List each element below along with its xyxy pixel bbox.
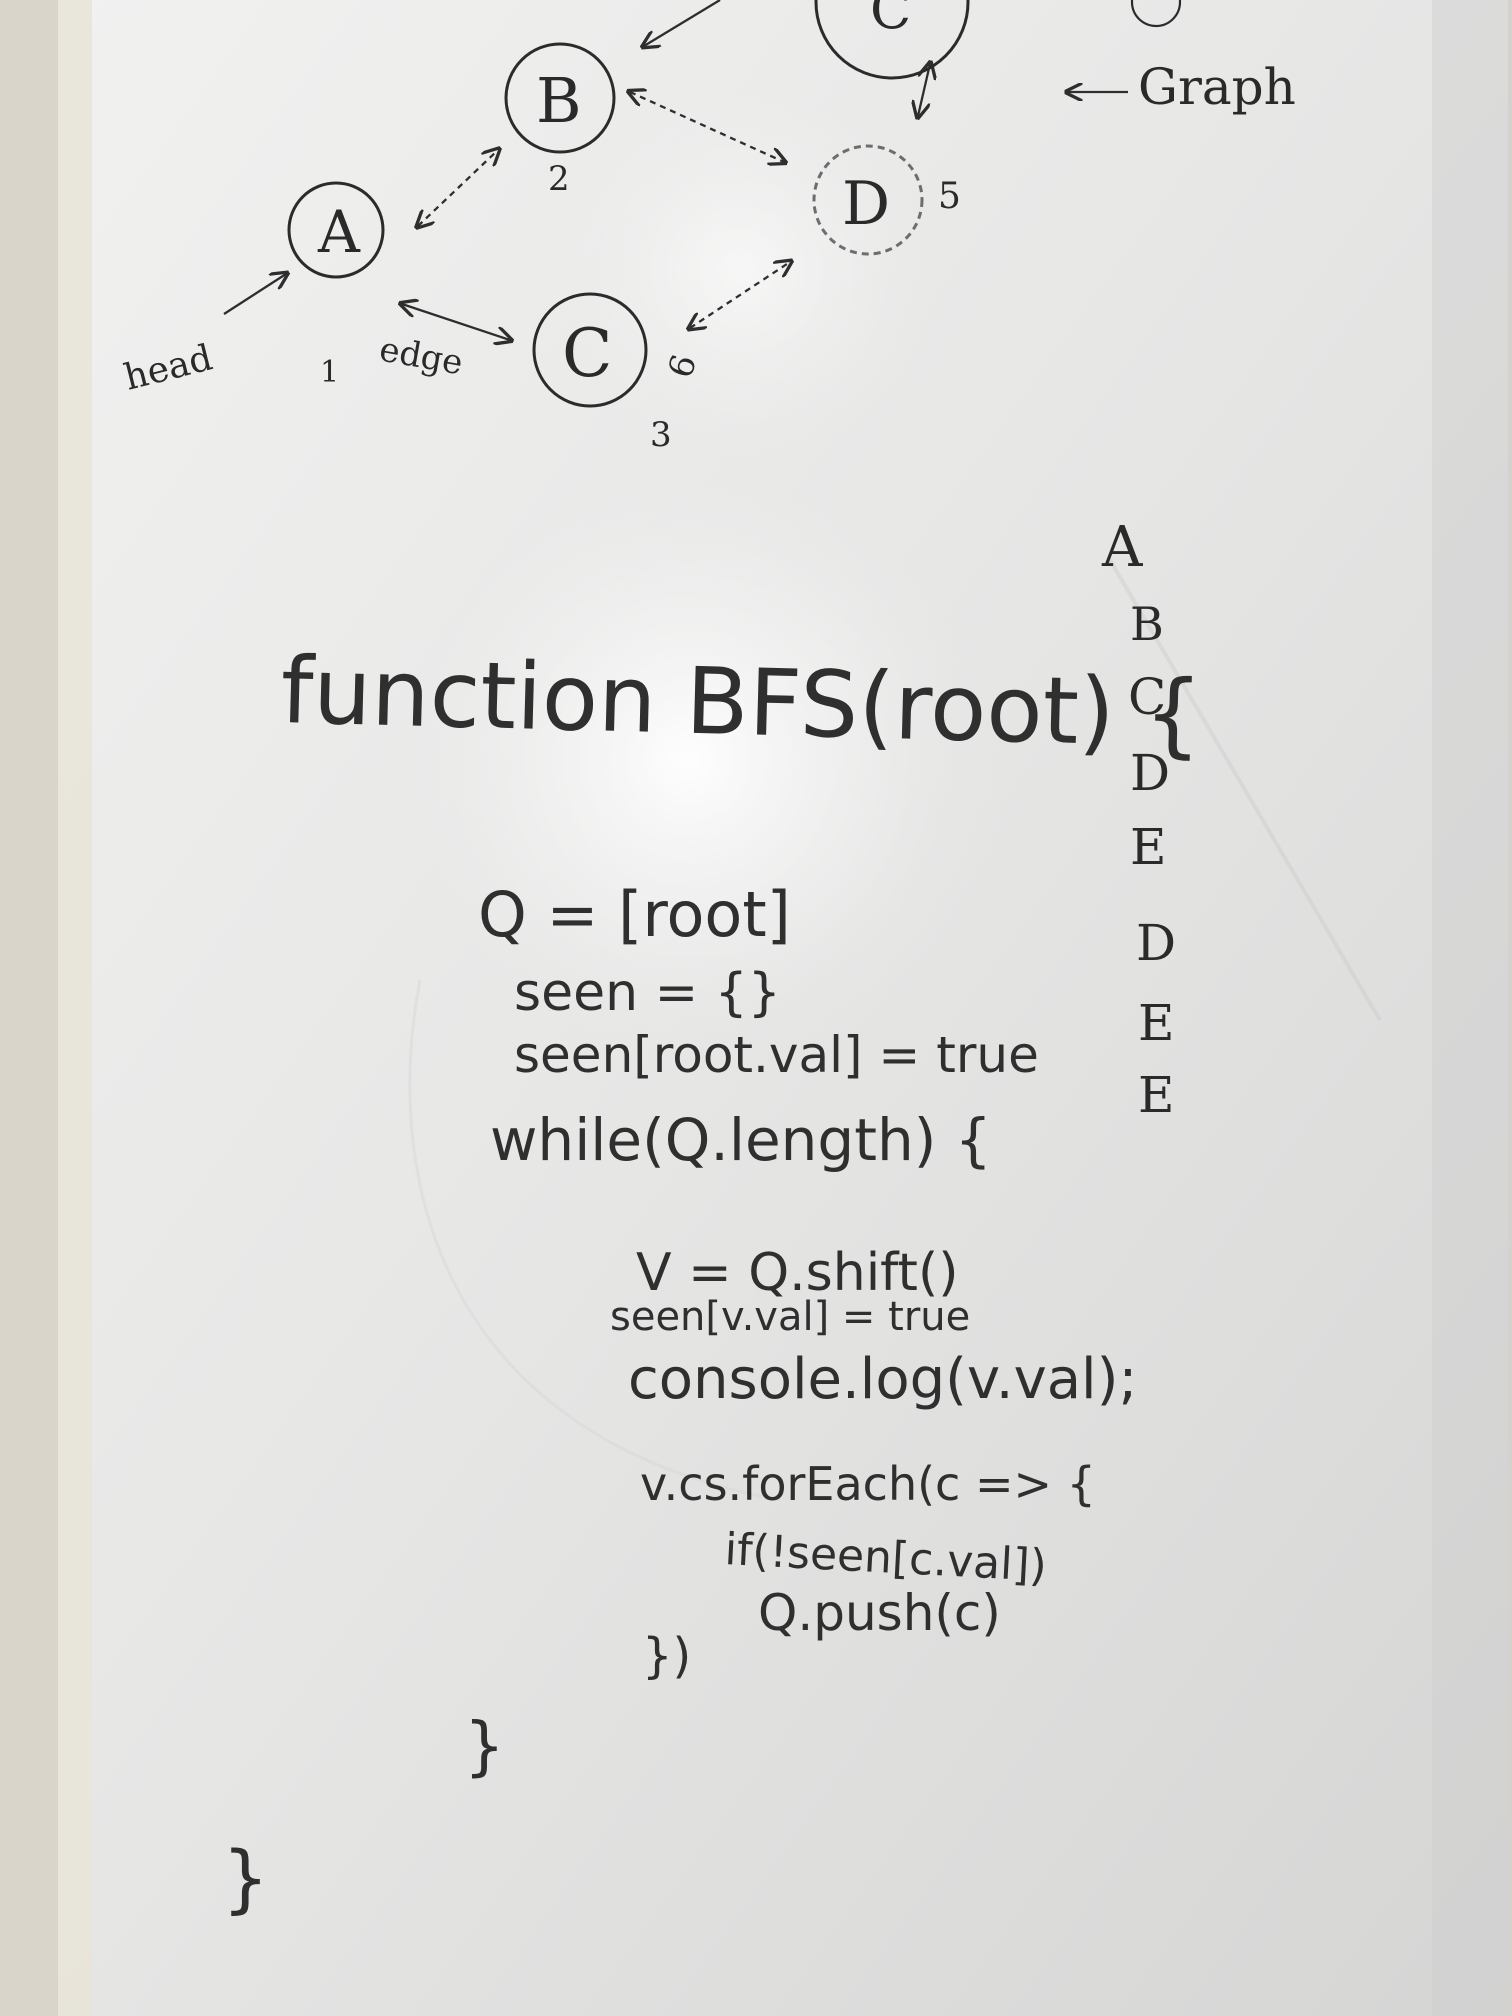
ghost-marker-smudge (408, 979, 781, 1502)
traversal-item-6: D (1136, 914, 1176, 972)
node-d-circle (812, 144, 924, 256)
code-line-foreach: v.cs.forEach(c => { (640, 1457, 1096, 1511)
code-line-push: Q.push(c) (758, 1584, 1001, 1642)
edge-b-e (644, 0, 721, 46)
node-c-label: C (562, 315, 613, 392)
traversal-item-8: E (1138, 1066, 1175, 1124)
traversal-item-2: B (1130, 597, 1164, 651)
graph-label: Graph (1138, 58, 1296, 116)
edge-d-e (918, 64, 930, 116)
code-line-close-function: } (222, 1836, 269, 1922)
corner-node-fragment (1130, 0, 1182, 28)
traversal-item-3: C (1128, 668, 1166, 726)
node-e-label: C (870, 0, 911, 41)
code-line-close-foreach: }) (642, 1628, 691, 1684)
code-line-function-declaration: function BFS(root) { (279, 637, 1203, 768)
node-b-circle (504, 42, 616, 154)
node-d-label: D (842, 169, 890, 239)
code-line-while: while(Q.length) { (490, 1106, 992, 1174)
head-arrow (223, 274, 286, 315)
node-c-circle (532, 292, 648, 408)
ghost-marker-line (1108, 558, 1382, 1022)
node-d-number: 5 (938, 176, 961, 217)
node-b-number: 2 (548, 159, 570, 199)
traversal-item-5: E (1130, 818, 1167, 876)
code-line-seen-root: seen[root.val] = true (514, 1026, 1039, 1084)
light-glare (370, 440, 1010, 1080)
code-line-console-log: console.log(v.val); (628, 1347, 1137, 1412)
code-line-close-while: } (464, 1710, 505, 1784)
node-a-number: 1 (320, 355, 339, 390)
traversal-item-7: E (1138, 994, 1175, 1052)
code-line-seen-v: seen[v.val] = true (610, 1294, 970, 1340)
node-e-circle (814, 0, 970, 80)
edge-a-c (402, 304, 510, 340)
node-c-number: 3 (650, 415, 672, 455)
node-a-circle (287, 181, 385, 279)
node-a-label: A (317, 198, 361, 266)
code-line-queue-init: Q = [root] (478, 878, 791, 951)
node-b-label: B (536, 64, 582, 137)
board-left-edge (58, 0, 92, 2016)
light-glare-secondary (520, 50, 960, 490)
code-line-seen-init: seen = {} (514, 963, 781, 1023)
board-right-shadow (1432, 0, 1512, 2016)
code-line-shift: V = Q.shift() (636, 1243, 959, 1303)
edge-a-b (418, 150, 498, 226)
edge-c-d (690, 262, 790, 328)
traversal-item-1: A (1101, 515, 1143, 580)
traversal-item-4: D (1130, 744, 1170, 802)
